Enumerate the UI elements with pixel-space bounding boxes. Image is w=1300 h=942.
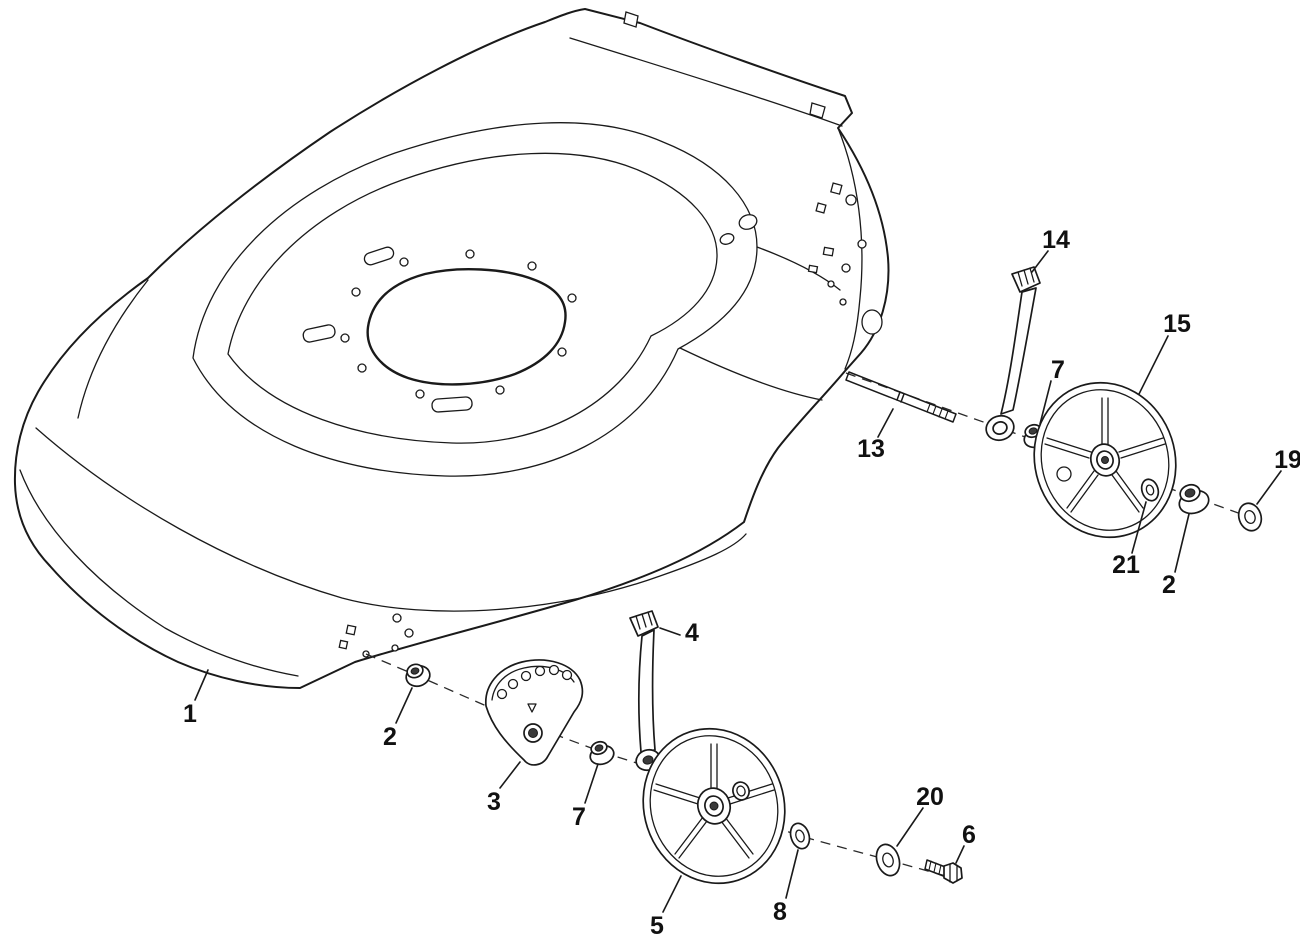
rear-wheel	[1033, 381, 1177, 539]
leader-20	[896, 807, 924, 847]
front-small-washer	[789, 822, 811, 850]
leader-15	[1138, 335, 1169, 395]
callout-3: 3	[487, 788, 501, 816]
callout-15: 15	[1163, 310, 1191, 338]
front-wheel	[642, 727, 786, 885]
callout-5: 5	[650, 912, 664, 940]
leader-21	[1131, 501, 1147, 554]
callouts: 1 2 3 7 4 5 8 20 6 13 14 7 15 19 21 2	[183, 226, 1300, 940]
front-bolt	[924, 859, 963, 884]
deck-slots	[302, 246, 473, 413]
callout-2-front: 2	[383, 723, 397, 751]
rear-flange-nut	[1178, 483, 1210, 515]
callout-2-rear: 2	[1162, 571, 1176, 599]
leader-4	[659, 627, 681, 636]
callout-13: 13	[857, 435, 885, 463]
callout-4: 4	[685, 619, 699, 647]
callout-7-front: 7	[572, 803, 586, 831]
leader-1	[194, 669, 209, 701]
callout-6: 6	[962, 821, 976, 849]
callout-20: 20	[916, 783, 944, 811]
mower-deck-housing	[13, 8, 890, 689]
rear-end-washer	[1237, 502, 1263, 532]
deck-right-holes	[719, 182, 883, 335]
leader-13	[877, 408, 894, 438]
front-height-lever	[629, 610, 661, 772]
front-assembly-axis-line	[365, 653, 947, 877]
front-bushing	[405, 663, 431, 688]
leader-2-front	[395, 687, 413, 724]
leader-3	[499, 761, 521, 789]
leader-2-rear	[1174, 513, 1190, 573]
leader-5	[662, 875, 682, 913]
leader-19	[1256, 470, 1282, 505]
leader-7-front	[584, 763, 599, 804]
rear-axle-bolt	[845, 371, 957, 423]
callout-8: 8	[773, 898, 787, 926]
callout-14: 14	[1042, 226, 1070, 254]
blade-bolt-holes	[340, 249, 577, 399]
leader-8	[785, 849, 799, 899]
callout-21: 21	[1112, 551, 1140, 579]
rear-small-washer	[1140, 478, 1160, 502]
leader-14	[1031, 250, 1049, 273]
front-adjuster-bracket	[485, 659, 584, 766]
front-nut-7	[589, 740, 615, 766]
leader-7-rear	[1039, 380, 1052, 425]
callout-19: 19	[1274, 446, 1300, 474]
rear-height-lever	[985, 266, 1041, 442]
front-large-washer	[875, 843, 901, 877]
callout-7-rear: 7	[1051, 356, 1065, 384]
callout-1: 1	[183, 700, 197, 728]
leader-6	[955, 845, 965, 864]
